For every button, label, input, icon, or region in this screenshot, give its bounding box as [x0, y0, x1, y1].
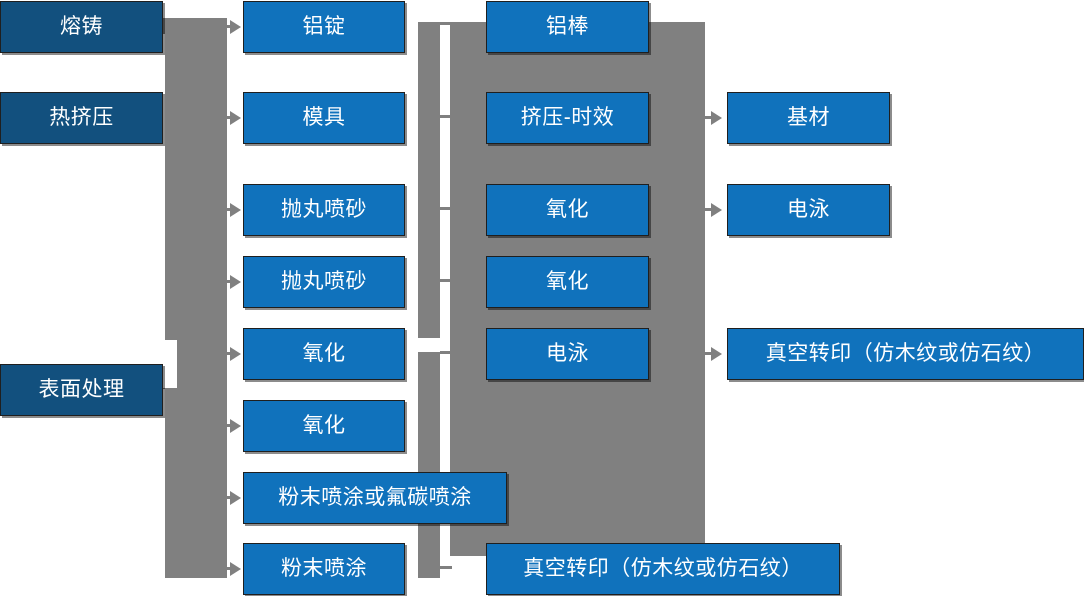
arrow-stem-a5	[222, 352, 234, 355]
arrow-head-a6	[230, 419, 241, 433]
process-box-electrophoresis-b[interactable]: 电泳	[486, 328, 649, 380]
process-label-electrophoresis-c: 电泳	[787, 198, 830, 222]
process-box-aluminium-ingot[interactable]: 铝锭	[243, 1, 405, 53]
connector-rung-4	[440, 279, 452, 282]
arrow-stem-a8	[222, 567, 234, 570]
process-label-anodising-a1: 氧化	[302, 342, 346, 366]
process-label-mould: 模具	[302, 106, 346, 130]
process-label-powder-coating: 粉末喷涂	[281, 557, 367, 581]
arrow-stem-a1	[222, 25, 234, 28]
process-box-substrate[interactable]: 基材	[727, 92, 890, 144]
arrow-head-a7	[230, 491, 241, 505]
connector-band-left-trunk	[165, 18, 227, 578]
arrow-stem-a4	[222, 280, 234, 283]
arrow-head-c2	[711, 203, 722, 217]
stage-label-hot-extrusion: 热挤压	[49, 106, 114, 130]
process-label-extrusion-ageing: 挤压-时效	[520, 106, 615, 130]
process-label-shot-blasting-1: 抛丸喷砂	[281, 198, 367, 222]
stage-label-surface-treatment: 表面处理	[38, 378, 125, 402]
process-box-anodising-b1[interactable]: 氧化	[486, 184, 649, 236]
process-box-anodising-a1[interactable]: 氧化	[243, 328, 405, 380]
arrow-head-a5	[230, 347, 241, 361]
process-box-anodising-a2[interactable]: 氧化	[243, 400, 405, 452]
process-box-powder-or-fluorocarbon-coating[interactable]: 粉末喷涂或氟碳喷涂	[243, 472, 507, 524]
connector-rung-5	[440, 351, 452, 354]
process-label-vacuum-transfer-c: 真空转印（仿木纹或仿石纹）	[765, 342, 1046, 366]
process-box-extrusion-ageing[interactable]: 挤压-时效	[486, 92, 649, 144]
connector-gutter	[440, 22, 450, 578]
process-label-aluminium-ingot: 铝锭	[302, 15, 346, 39]
arrow-head-a1	[230, 20, 241, 34]
process-label-anodising-a2: 氧化	[302, 414, 346, 438]
stage-label-melt-cast: 熔铸	[60, 15, 103, 39]
process-box-anodising-b2[interactable]: 氧化	[486, 256, 649, 308]
connector-band-mid-left-upper	[418, 22, 440, 338]
process-label-anodising-b1: 氧化	[546, 198, 589, 222]
process-box-vacuum-transfer-b[interactable]: 真空转印（仿木纹或仿石纹）	[486, 543, 840, 595]
arrow-stem-a7	[222, 496, 234, 499]
arrow-head-a2	[230, 111, 241, 125]
arrow-head-c3	[711, 347, 722, 361]
stage-box-hot-extrusion[interactable]: 热挤压	[0, 92, 163, 144]
process-box-shot-blasting-2[interactable]: 抛丸喷砂	[243, 256, 405, 308]
arrow-head-c1	[711, 111, 722, 125]
connector-rung-3	[440, 207, 452, 210]
connector-rung-2	[440, 115, 452, 118]
process-box-vacuum-transfer-c[interactable]: 真空转印（仿木纹或仿石纹）	[727, 328, 1084, 380]
arrow-head-a3	[230, 203, 241, 217]
process-label-substrate: 基材	[787, 106, 830, 130]
process-box-electrophoresis-c[interactable]: 电泳	[727, 184, 890, 236]
arrow-head-a4	[230, 275, 241, 289]
process-box-aluminium-bar[interactable]: 铝棒	[486, 1, 649, 53]
connector-rung-1	[440, 22, 452, 25]
connector-rung-6	[440, 566, 452, 569]
arrow-stem-a2	[222, 116, 234, 119]
connector-stub-melt-cast	[163, 18, 173, 34]
process-label-electrophoresis-b: 电泳	[546, 342, 589, 366]
process-label-vacuum-transfer-b: 真空转印（仿木纹或仿石纹）	[523, 557, 803, 581]
process-label-anodising-b2: 氧化	[546, 270, 589, 294]
arrow-stem-a6	[222, 424, 234, 427]
arrow-head-a8	[230, 562, 241, 576]
connector-band-mid-left-lower	[418, 352, 440, 578]
process-label-powder-or-fluorocarbon-coating: 粉末喷涂或氟碳喷涂	[278, 486, 472, 510]
process-label-aluminium-bar: 铝棒	[546, 15, 589, 39]
stage-box-melt-cast[interactable]: 熔铸	[0, 1, 163, 53]
arrow-stem-a3	[222, 208, 234, 211]
process-box-shot-blasting-1[interactable]: 抛丸喷砂	[243, 184, 405, 236]
process-box-powder-coating[interactable]: 粉末喷涂	[243, 543, 405, 595]
process-label-shot-blasting-2: 抛丸喷砂	[281, 270, 367, 294]
process-box-mould[interactable]: 模具	[243, 92, 405, 144]
stage-box-surface-treatment[interactable]: 表面处理	[0, 364, 163, 416]
